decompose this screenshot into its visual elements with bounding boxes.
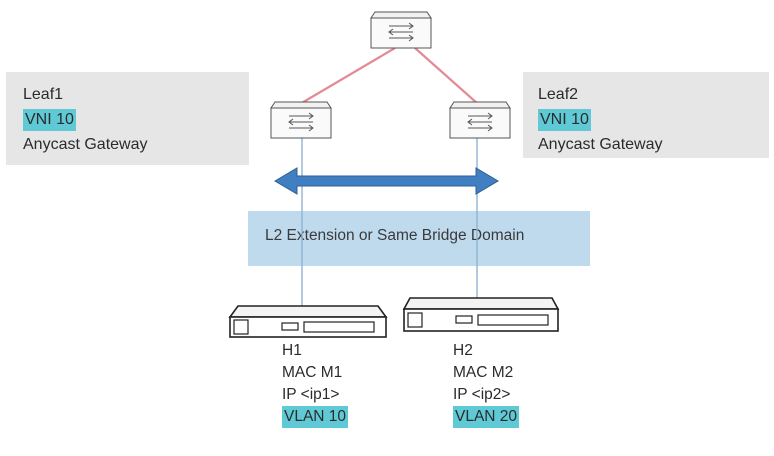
leaf1-title: Leaf1: [23, 86, 64, 103]
l2-extension-arrow-icon: [274, 167, 499, 195]
leaf2-vni-badge: VNI 10: [538, 109, 591, 131]
leaf2-gateway-label: Anycast Gateway: [538, 136, 663, 153]
host2-name: H2: [453, 342, 473, 359]
host1-vlan-badge: VLAN 10: [282, 406, 349, 428]
host2-server-icon: [402, 297, 560, 332]
host2-ip: IP <ip2>: [453, 386, 511, 403]
leaf1-vni-badge: VNI 10: [23, 109, 76, 131]
leaf2-title: Leaf2: [538, 86, 579, 103]
spine-switch-icon: [370, 11, 432, 49]
leaf2-info-panel: Leaf2 VNI 10 Anycast Gateway: [523, 72, 769, 158]
host1-ip: IP <ip1>: [282, 386, 340, 403]
bridge-domain-box: [248, 211, 590, 266]
host1-details: H1 MAC M1 IP <ip1> VLAN 10: [282, 340, 349, 428]
leaf1-info-panel: Leaf1 VNI 10 Anycast Gateway: [6, 72, 249, 165]
bridge-domain-label: L2 Extension or Same Bridge Domain: [265, 227, 525, 244]
host2-mac: MAC M2: [453, 364, 514, 381]
leaf1-switch-icon: [270, 101, 332, 139]
spine-leaf2-link: [414, 47, 479, 105]
host1-mac: MAC M1: [282, 364, 343, 381]
spine-leaf1-link: [299, 47, 396, 105]
leaf1-gateway-label: Anycast Gateway: [23, 136, 148, 153]
leaf2-switch-icon: [449, 101, 511, 139]
host2-details: H2 MAC M2 IP <ip2> VLAN 20: [453, 340, 520, 428]
host1-name: H1: [282, 342, 302, 359]
host2-vlan-badge: VLAN 20: [453, 406, 520, 428]
host1-server-icon: [228, 305, 388, 338]
